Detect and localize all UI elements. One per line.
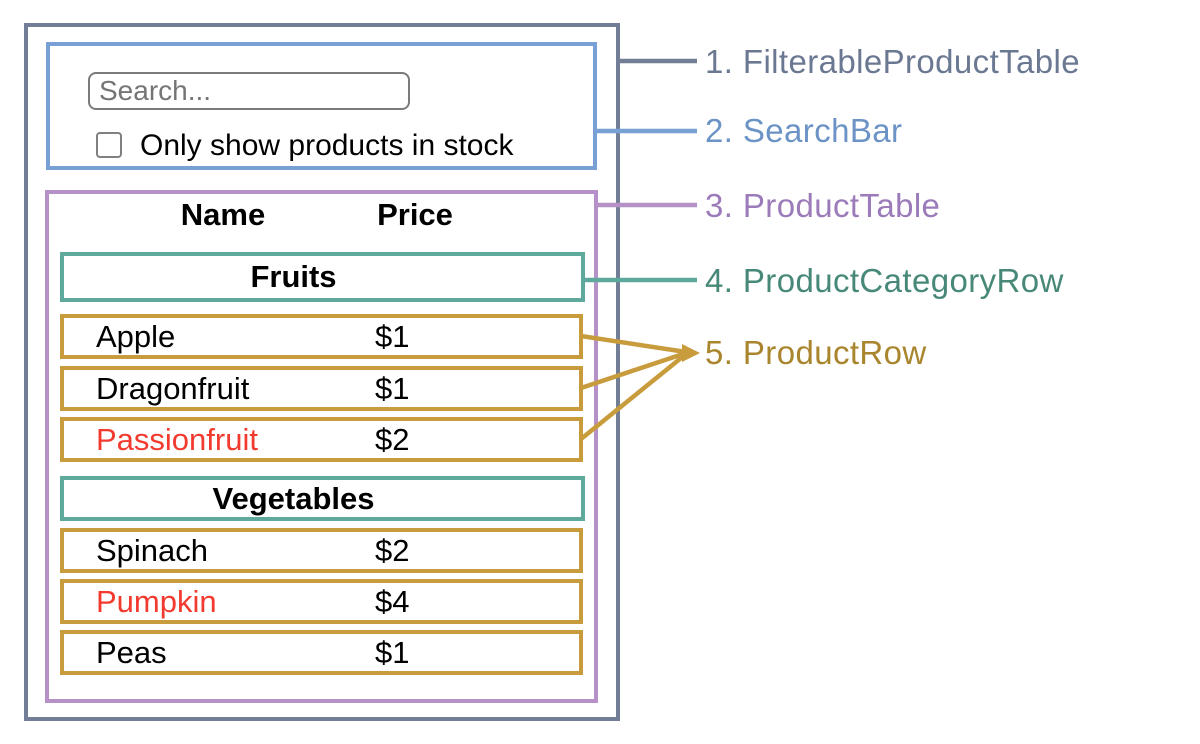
product-name: Passionfruit xyxy=(96,421,258,457)
in-stock-checkbox-label: Only show products in stock xyxy=(140,129,514,162)
column-header-price: Price xyxy=(377,197,453,232)
product-row: Spinach $2 xyxy=(60,528,583,573)
column-header-name: Name xyxy=(180,197,266,232)
product-row: Pumpkin $4 xyxy=(60,579,583,624)
product-row: Passionfruit $2 xyxy=(60,417,583,462)
in-stock-checkbox[interactable] xyxy=(96,132,122,158)
category-row-vegetables: Vegetables xyxy=(60,476,585,521)
category-row-fruits: Fruits xyxy=(60,252,585,302)
product-price: $2 xyxy=(375,532,410,568)
product-name: Pumpkin xyxy=(96,583,217,619)
label-product-row: 5. ProductRow xyxy=(705,334,927,371)
product-row: Apple $1 xyxy=(60,314,583,359)
product-price: $4 xyxy=(375,583,410,619)
label-search-bar: 2. SearchBar xyxy=(705,112,903,149)
product-price: $1 xyxy=(375,370,410,406)
product-price: $1 xyxy=(375,318,410,354)
product-row: Dragonfruit $1 xyxy=(60,366,583,411)
search-input[interactable] xyxy=(88,72,410,110)
product-row: Peas $1 xyxy=(60,630,583,675)
label-filterable-product-table: 1. FilterableProductTable xyxy=(705,43,1081,80)
product-name: Apple xyxy=(96,318,176,354)
product-name: Peas xyxy=(96,634,167,670)
product-name: Dragonfruit xyxy=(96,370,250,406)
label-product-table: 3. ProductTable xyxy=(705,187,941,224)
product-price: $2 xyxy=(375,421,410,457)
product-name: Spinach xyxy=(96,532,209,568)
label-product-category-row: 4. ProductCategoryRow xyxy=(705,262,1064,299)
arrowhead-product-row xyxy=(682,344,700,362)
product-price: $1 xyxy=(375,634,410,670)
